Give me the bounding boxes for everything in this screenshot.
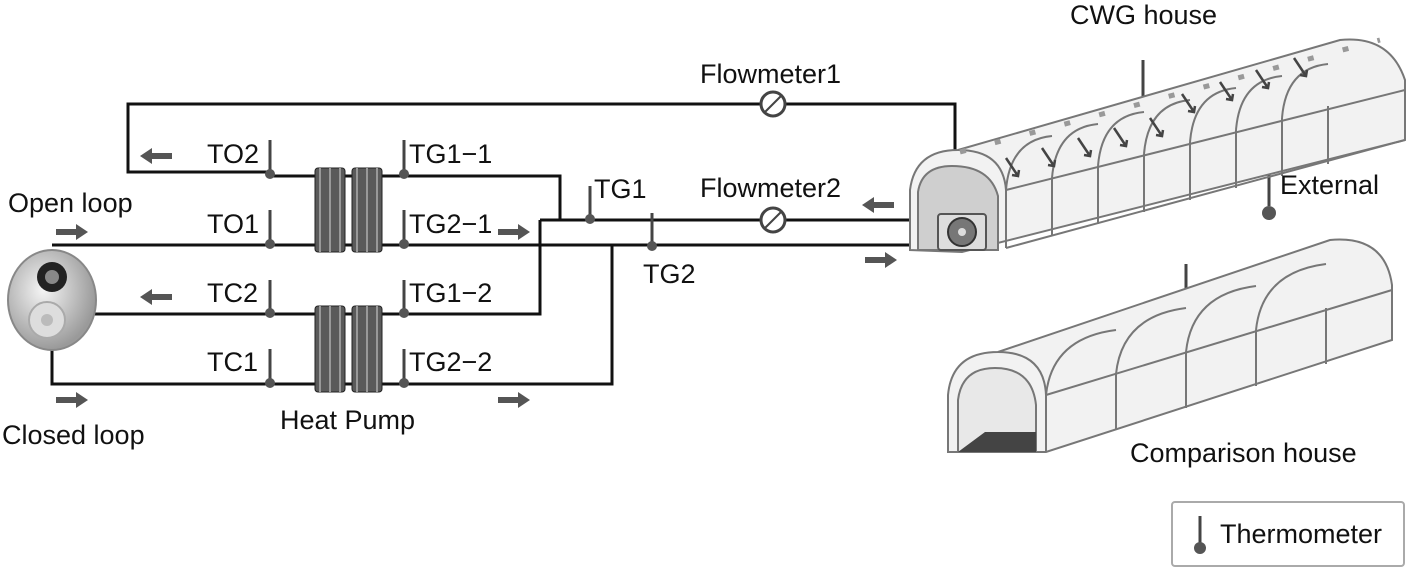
- thermometer-icon-tg1-2: [399, 280, 409, 318]
- legend: Thermometer: [1171, 501, 1405, 567]
- tg2-label: TG2: [643, 259, 696, 289]
- comparison-house: [947, 238, 1393, 453]
- legend-thermometer-label: Thermometer: [1220, 519, 1382, 549]
- tg2-2-label: TG2−2: [409, 347, 492, 377]
- fan-icon: [937, 213, 987, 251]
- pipe-tg1-1: [404, 174, 562, 220]
- cwg-house-label: CWG house: [1070, 0, 1217, 30]
- to1-label: TO1: [207, 209, 259, 239]
- pipe-tg2-2: [404, 245, 614, 386]
- ground-well: [7, 249, 97, 351]
- thermometer-icon-tg2: [647, 213, 657, 251]
- arrow-right-icon: [56, 224, 88, 240]
- flowmeter-2: [759, 206, 787, 234]
- thermometer-icon: [1194, 516, 1206, 554]
- tg1-2-label: TG1−2: [409, 278, 492, 308]
- tg2-1-label: TG2−1: [409, 209, 492, 239]
- arrow-right-icon: [56, 392, 88, 408]
- arrow-right-icon: [498, 224, 530, 240]
- pipe-tg1-2: [404, 220, 542, 316]
- thermometer-icon-tg2-2: [399, 349, 409, 388]
- heat-exchanger-lower: [314, 305, 383, 393]
- tg1-label: TG1: [594, 174, 647, 204]
- thermometer-icon-tg1: [585, 186, 595, 224]
- flowmeter-1: [759, 90, 787, 118]
- flowmeter1-label: Flowmeter1: [700, 59, 841, 89]
- tc2-label: TC2: [207, 278, 258, 308]
- thermometer-icon-to1: [265, 210, 275, 249]
- comparison-house-label: Comparison house: [1130, 438, 1357, 468]
- thermometer-icon-to2: [265, 140, 275, 179]
- pipe-network: [50, 102, 957, 386]
- arrow-left-icon: [140, 148, 172, 164]
- thermometer-icon-tc2: [265, 280, 275, 318]
- thermometer-icon-tc1: [265, 349, 275, 388]
- external-label: External: [1280, 170, 1379, 200]
- arrow-right-icon: [865, 252, 897, 268]
- closed-loop-label: Closed loop: [2, 420, 145, 450]
- thermometer-icon-tg2-1: [399, 210, 409, 249]
- labels: Flowmeter1 Flowmeter2 CWG house External…: [2, 0, 1379, 468]
- arrow-right-icon: [498, 392, 530, 408]
- open-loop-label: Open loop: [8, 188, 133, 218]
- heat-exchanger-upper: [314, 167, 383, 253]
- flowmeter2-label: Flowmeter2: [700, 173, 841, 203]
- flow-arrows: [56, 148, 897, 408]
- arrow-left-icon: [862, 197, 894, 213]
- thermometer-icon-tg1-1: [399, 140, 409, 179]
- flowmeter1-pipe: [126, 102, 957, 174]
- cwg-house: [909, 37, 1406, 254]
- heat-pump-label: Heat Pump: [280, 405, 415, 435]
- tc1-label: TC1: [207, 347, 258, 377]
- to2-label: TO2: [207, 139, 259, 169]
- tg1-1-label: TG1−1: [409, 139, 492, 169]
- arrow-left-icon: [140, 289, 172, 305]
